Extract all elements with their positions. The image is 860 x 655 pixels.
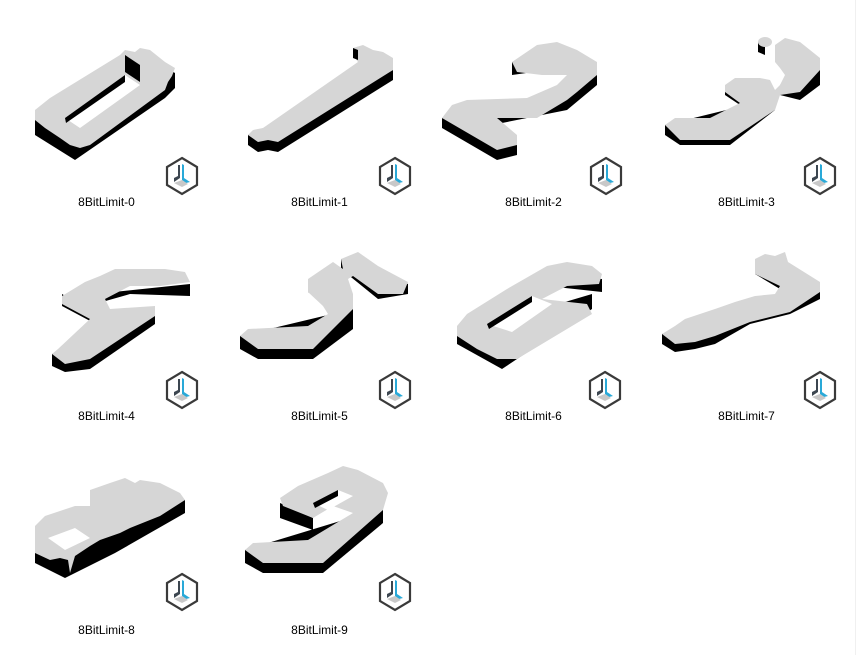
3d-builder-badge-icon: [377, 156, 413, 196]
file-item-8bitlimit-8[interactable]: 8BitLimit-8: [0, 428, 213, 641]
digit-5-model-icon: [240, 252, 408, 359]
file-name-label: 8BitLimit-2: [505, 195, 562, 209]
file-item-8bitlimit-6[interactable]: 8BitLimit-6: [427, 214, 640, 427]
3d-builder-badge-icon: [802, 156, 838, 196]
digit-7-model-icon: [662, 252, 820, 352]
digit-2-model-icon: [442, 42, 597, 160]
file-item-8bitlimit-4[interactable]: 8BitLimit-4: [0, 214, 213, 427]
digit-0-model-icon: [35, 48, 175, 160]
model-thumbnail-4: [0, 214, 213, 410]
3d-builder-badge-icon: [587, 370, 623, 410]
pane-divider: [855, 0, 856, 655]
model-thumbnail-0: [0, 0, 213, 196]
digit-6-model-icon: [457, 262, 602, 369]
3d-builder-badge-icon: [802, 370, 838, 410]
file-name-label: 8BitLimit-4: [78, 409, 135, 423]
file-name-label: 8BitLimit-3: [718, 195, 775, 209]
file-item-8bitlimit-0[interactable]: 8BitLimit-0: [0, 0, 213, 213]
3d-builder-badge-icon: [377, 370, 413, 410]
file-name-label: 8BitLimit-6: [505, 409, 562, 423]
3d-builder-badge-icon: [588, 156, 624, 196]
model-thumbnail-1: [213, 0, 426, 196]
model-thumbnail-5: [213, 214, 426, 410]
file-item-8bitlimit-3[interactable]: 8BitLimit-3: [640, 0, 853, 213]
3d-builder-badge-icon: [164, 156, 200, 196]
file-name-label: 8BitLimit-1: [291, 195, 348, 209]
file-item-8bitlimit-7[interactable]: 8BitLimit-7: [640, 214, 853, 427]
file-item-8bitlimit-1[interactable]: 8BitLimit-1: [213, 0, 426, 213]
model-thumbnail-6: [427, 214, 640, 410]
digit-1-model-icon: [248, 45, 393, 152]
file-item-8bitlimit-2[interactable]: 8BitLimit-2: [427, 0, 640, 213]
file-name-label: 8BitLimit-5: [291, 409, 348, 423]
file-name-label: 8BitLimit-7: [718, 409, 775, 423]
model-thumbnail-2: [427, 0, 640, 196]
digit-8-model-icon: [35, 478, 185, 578]
digit-9-model-icon: [245, 466, 388, 573]
digit-4-model-icon: [52, 269, 190, 372]
file-name-label: 8BitLimit-8: [78, 623, 135, 637]
file-item-8bitlimit-9[interactable]: 8BitLimit-9: [213, 428, 426, 641]
file-item-8bitlimit-5[interactable]: 8BitLimit-5: [213, 214, 426, 427]
digit-3-model-icon: [665, 37, 820, 145]
3d-builder-badge-icon: [164, 370, 200, 410]
3d-builder-badge-icon: [164, 572, 200, 612]
model-thumbnail-9: [213, 428, 426, 623]
file-name-label: 8BitLimit-9: [291, 623, 348, 637]
model-thumbnail-8: [0, 428, 213, 623]
3d-builder-badge-icon: [377, 572, 413, 612]
model-thumbnail-3: [640, 0, 853, 196]
model-thumbnail-7: [640, 214, 853, 410]
file-name-label: 8BitLimit-0: [78, 195, 135, 209]
